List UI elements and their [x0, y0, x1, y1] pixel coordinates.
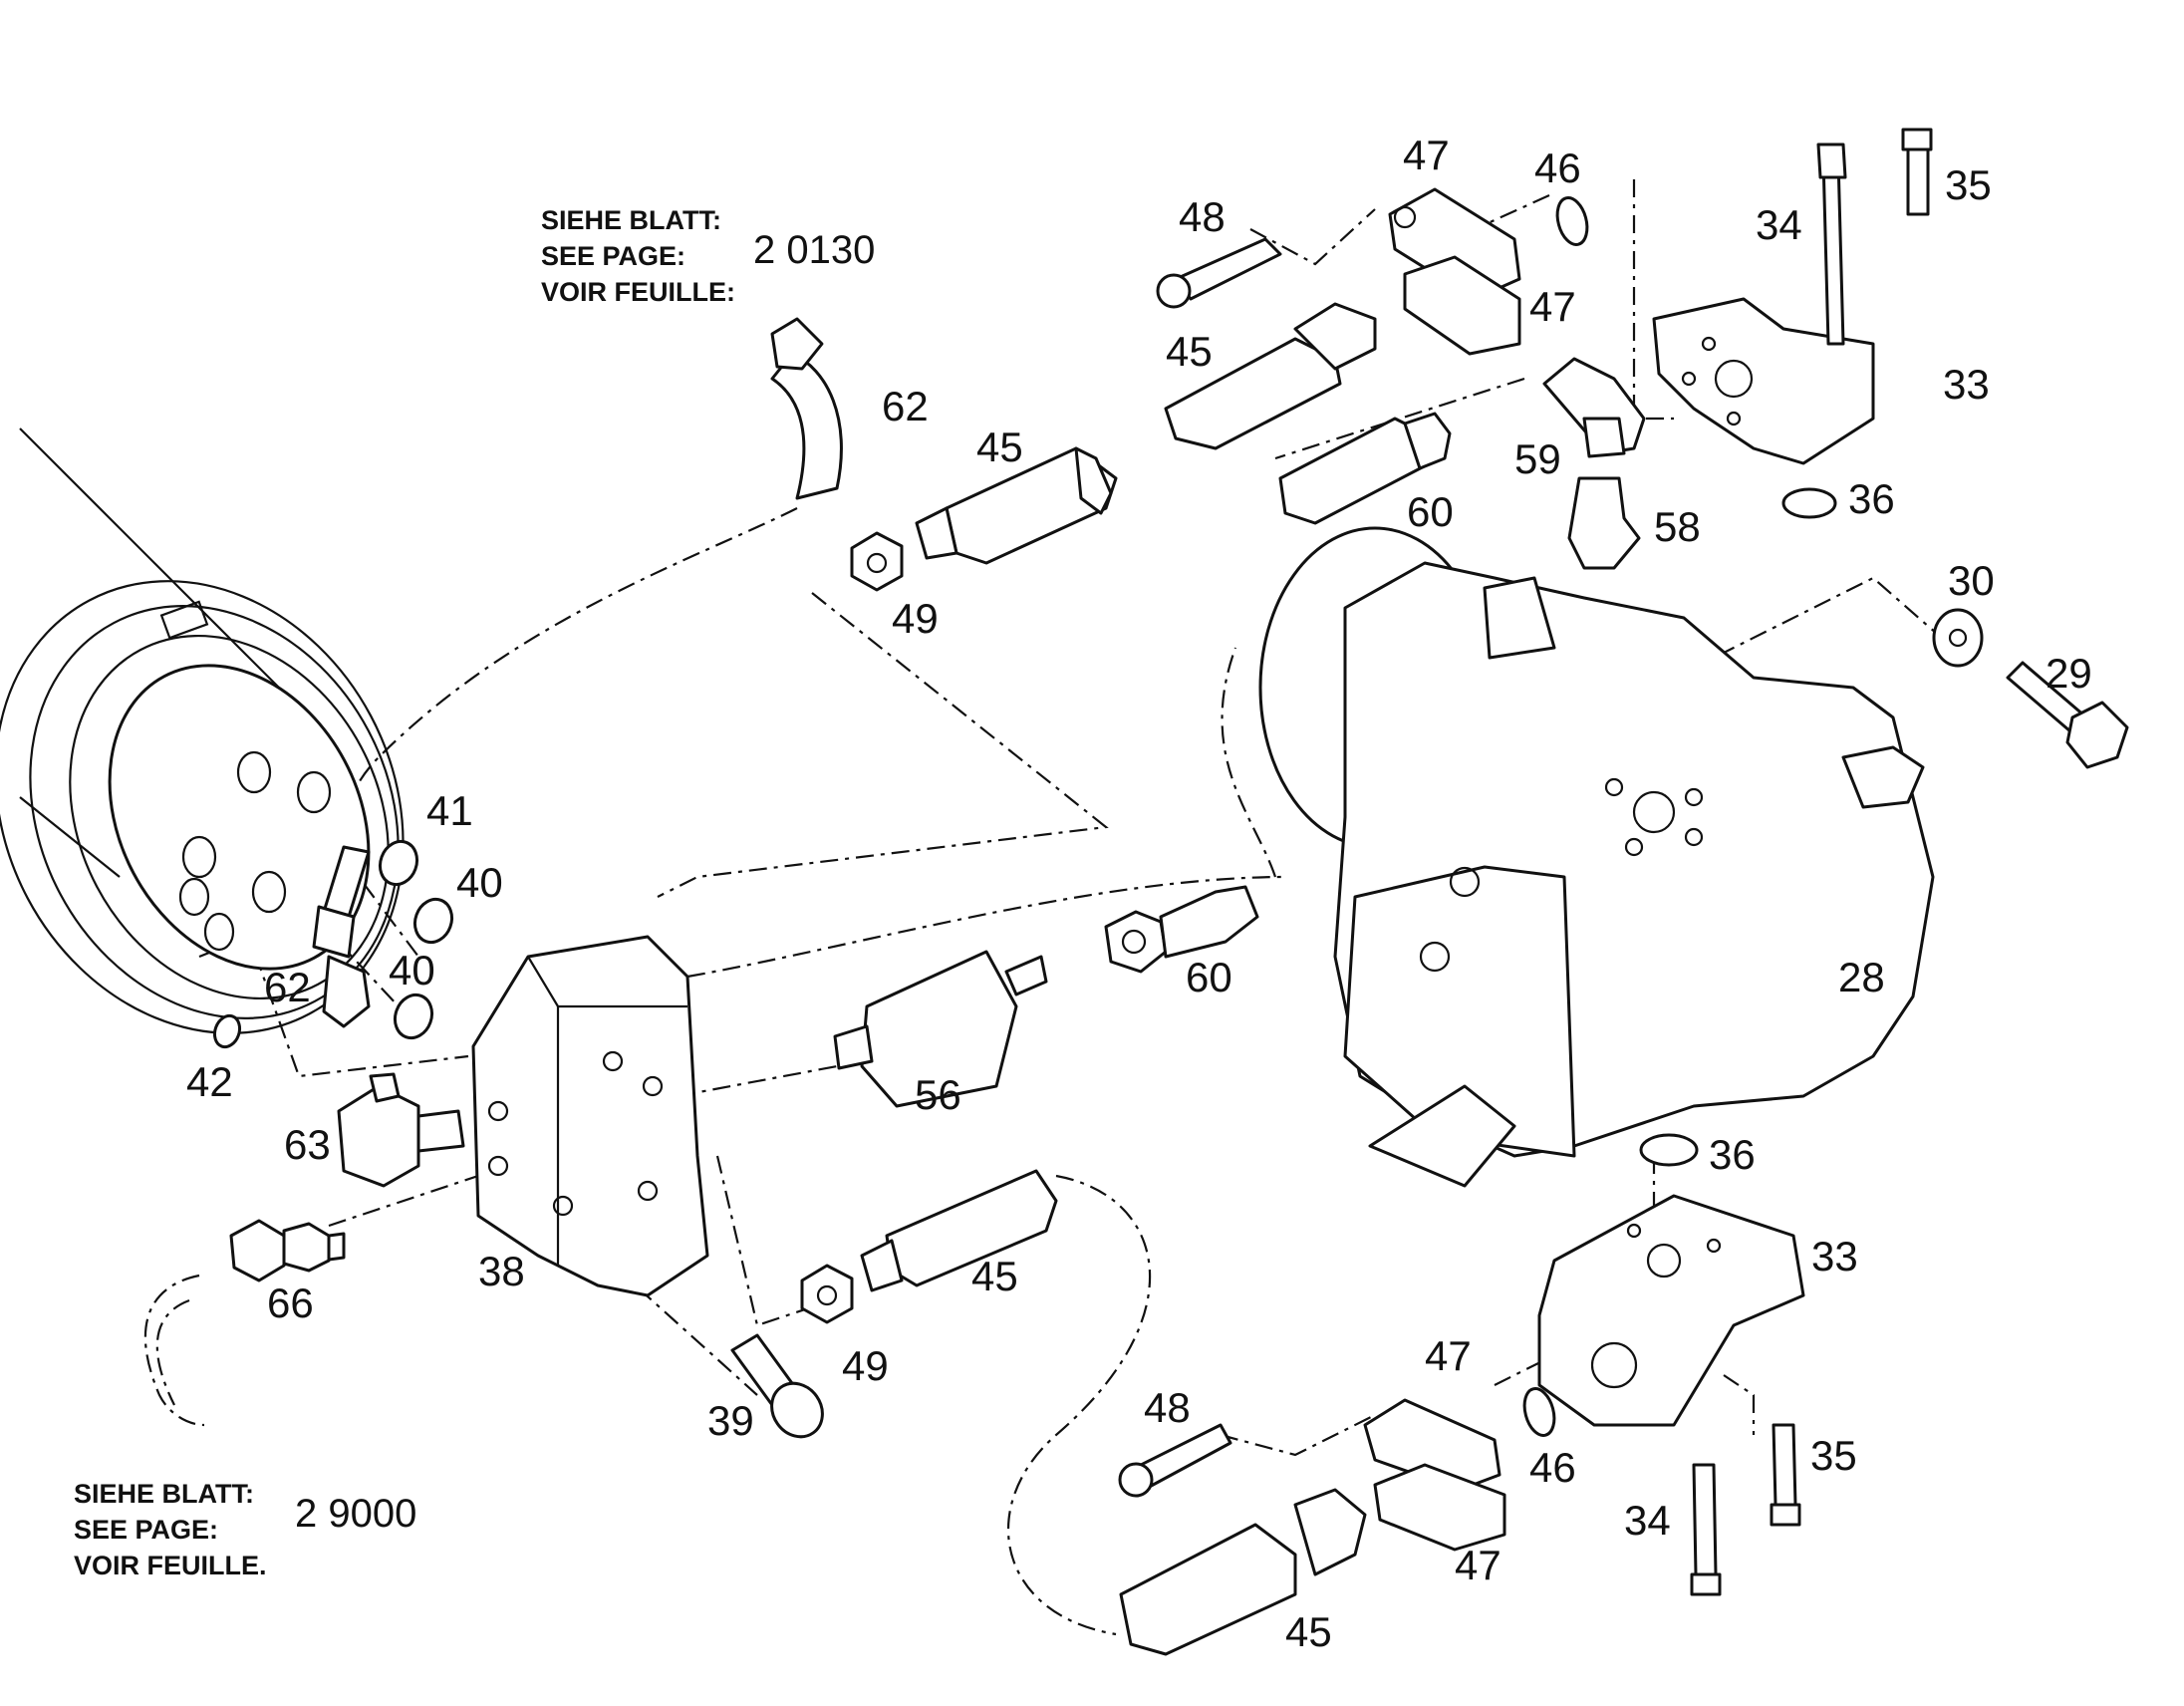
callout-label: 62 — [882, 383, 929, 429]
callout-label: 47 — [1529, 283, 1576, 330]
bolt-39 — [730, 1333, 824, 1439]
hose-62-upper — [770, 317, 843, 500]
callout-label: 46 — [1534, 144, 1581, 191]
pump-body-28 — [1258, 526, 1935, 1188]
callout-label: 34 — [1624, 1497, 1671, 1544]
hose-45-upper-right — [1164, 302, 1377, 450]
reference-line: VOIR FEUILLE: — [541, 277, 735, 307]
o-ring-36-top — [1781, 487, 1837, 519]
hose-62-lower — [312, 845, 371, 1028]
seal-46-bottom — [1522, 1387, 1556, 1437]
callout-label: 30 — [1948, 557, 1995, 604]
callout-label: 60 — [1407, 488, 1454, 535]
valve-block-38 — [471, 935, 709, 1297]
fitting-66 — [143, 1219, 346, 1427]
callout-label: 49 — [892, 595, 939, 642]
callout-label: 45 — [1166, 328, 1213, 375]
tee-fitting-63 — [337, 1072, 465, 1188]
adaptor-58 — [1567, 476, 1641, 570]
callout-label: 48 — [1179, 193, 1226, 240]
callout-label: 38 — [478, 1248, 525, 1294]
callout-label: 66 — [267, 1280, 314, 1326]
callout-label: 36 — [1709, 1131, 1756, 1178]
callout-label: 40 — [389, 947, 435, 994]
callout-label: 35 — [1810, 1432, 1857, 1479]
reference-block-top: SIEHE BLATT: SEE PAGE: VOIR FEUILLE: 2 0… — [541, 205, 875, 307]
callout-label: 40 — [456, 859, 503, 906]
bolt-48-bottom — [1118, 1423, 1232, 1498]
callout-label: 41 — [426, 787, 473, 834]
bolt-34-top — [1816, 142, 1847, 346]
callout-label: 47 — [1455, 1542, 1502, 1588]
callout-label: 48 — [1144, 1384, 1191, 1431]
o-ring-42 — [212, 1013, 242, 1049]
bolt-29 — [2006, 661, 2129, 769]
hose-45-bottom — [1119, 1488, 1367, 1656]
reference-line: SIEHE BLATT: — [74, 1479, 254, 1509]
drive-cylinder — [0, 427, 405, 1034]
callout-label: 62 — [264, 964, 311, 1010]
hose-45-lower — [860, 1169, 1058, 1292]
nut-49-lower — [800, 1264, 854, 1324]
o-ring-36-bottom — [1639, 1133, 1699, 1167]
elbow-59 — [1542, 357, 1646, 458]
callout-label: 49 — [842, 1342, 889, 1389]
bolt-35-bottom — [1770, 1423, 1801, 1527]
callout-label: 60 — [1186, 954, 1232, 1000]
callout-label: 47 — [1425, 1332, 1472, 1379]
callout-label: 36 — [1848, 475, 1895, 522]
callout-label: 58 — [1654, 503, 1701, 550]
mount-block-33-bottom — [1537, 1194, 1805, 1427]
callout-label: 39 — [707, 1397, 754, 1444]
reference-line: SIEHE BLATT: — [541, 205, 721, 235]
callout-label: 45 — [1285, 1608, 1332, 1655]
reference-page-number: 2 0130 — [753, 228, 875, 272]
callout-label: 35 — [1945, 161, 1992, 208]
o-ring-40-upper — [412, 897, 454, 945]
o-ring-40-lower — [393, 993, 434, 1040]
hose-45-upper-left — [915, 446, 1118, 565]
reference-page-number: 2 9000 — [295, 1492, 416, 1536]
pressure-switch-56 — [833, 950, 1048, 1108]
callout-label: 33 — [1811, 1233, 1858, 1280]
reference-line: VOIR FEUILLE. — [74, 1551, 267, 1580]
callout-label: 63 — [284, 1121, 331, 1168]
fitting-60-upper — [1278, 412, 1452, 525]
callout-label: 29 — [2046, 650, 2092, 697]
bolt-35-top — [1901, 128, 1933, 216]
callout-label: 42 — [186, 1058, 233, 1105]
reference-line: SEE PAGE: — [74, 1515, 218, 1545]
flange-47-top — [1388, 187, 1521, 356]
bolt-48-top — [1156, 237, 1282, 309]
nut-49-upper — [850, 531, 904, 592]
callout-label: 46 — [1529, 1444, 1576, 1491]
callout-label: 45 — [976, 424, 1023, 470]
callouts: 47 46 48 34 35 47 45 33 62 45 59 60 36 5… — [186, 132, 2092, 1655]
callout-label: 45 — [971, 1253, 1018, 1299]
callout-label: 28 — [1838, 954, 1885, 1000]
fitting-60-lower — [1104, 885, 1259, 974]
callout-label: 56 — [915, 1071, 961, 1118]
callout-label: 34 — [1756, 201, 1802, 248]
callout-label: 59 — [1514, 435, 1561, 482]
bolt-34-bottom — [1690, 1463, 1722, 1596]
reference-line: SEE PAGE: — [541, 241, 685, 271]
callout-label: 47 — [1403, 132, 1450, 178]
callout-label: 33 — [1943, 361, 1990, 408]
reference-block-bottom: SIEHE BLATT: SEE PAGE: VOIR FEUILLE. 2 9… — [74, 1479, 416, 1580]
washer-30 — [1932, 608, 1984, 668]
mount-block-33-top — [1652, 297, 1875, 465]
o-ring-41 — [378, 839, 419, 887]
seal-46-top — [1555, 196, 1589, 246]
flange-47-bottom — [1363, 1398, 1506, 1552]
